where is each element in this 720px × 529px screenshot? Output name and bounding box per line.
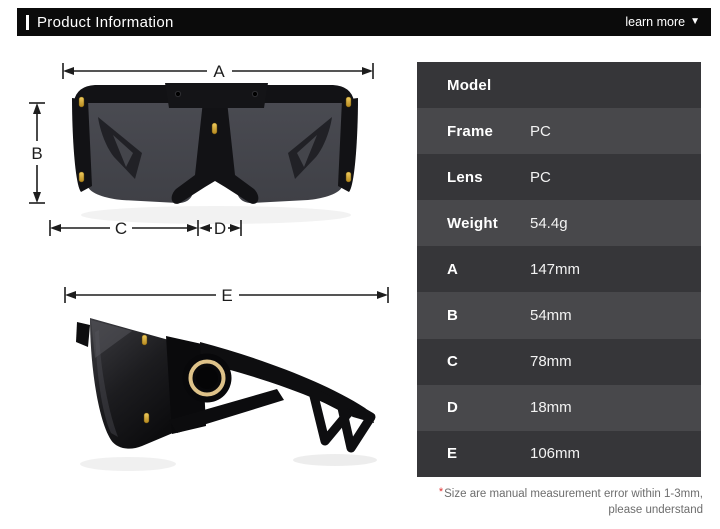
dimension-c-label: C xyxy=(115,219,127,238)
front-temples-through-lens xyxy=(98,117,332,179)
table-row: C 78mm xyxy=(417,338,701,385)
front-shadow xyxy=(81,206,351,224)
side-view-figure: E xyxy=(64,286,389,471)
dimension-d-label: D xyxy=(214,219,226,238)
side-lens xyxy=(90,318,180,449)
spec-label: Frame xyxy=(447,122,494,140)
spec-label: Weight xyxy=(447,214,498,232)
dimension-e-label: E xyxy=(221,286,232,305)
spec-label: C xyxy=(447,353,459,371)
learn-more-label: learn more xyxy=(625,15,686,29)
table-row: Lens PC xyxy=(417,154,701,201)
spec-label: E xyxy=(447,445,458,463)
table-row: Model xyxy=(417,62,701,109)
chevron-down-icon: ▼ xyxy=(690,16,700,27)
dimension-a-label: A xyxy=(213,62,225,81)
lens-highlight xyxy=(95,330,118,437)
spec-label: A xyxy=(447,260,459,278)
front-left-edge xyxy=(72,98,92,192)
front-nose-bridge xyxy=(171,101,259,204)
side-shadow xyxy=(293,454,377,466)
spec-value: 106mm xyxy=(530,445,581,463)
spec-value: 18mm xyxy=(530,399,572,417)
table-row: D 18mm xyxy=(417,384,701,431)
dimension-c: C xyxy=(49,219,199,238)
dimension-b: B xyxy=(29,102,45,204)
footnote-line1: Size are manual measurement error within… xyxy=(444,488,703,500)
side-shadow xyxy=(80,457,176,471)
table-row: Weight 54.4g xyxy=(417,200,701,247)
gold-rivets xyxy=(78,96,352,183)
asterisk-icon: * xyxy=(438,486,444,498)
spec-label: B xyxy=(447,307,459,325)
gold-ring-medallion xyxy=(182,353,232,403)
front-lens xyxy=(82,99,348,203)
temple-lower-bar xyxy=(169,389,284,433)
footnote-line2: please understand xyxy=(608,504,703,516)
spec-label: Lens xyxy=(447,168,483,186)
spec-value: 147mm xyxy=(530,260,581,278)
dimension-b-label: B xyxy=(31,144,42,163)
title-tick-icon xyxy=(26,14,29,30)
measurement-footnote: *Size are manual measurement error withi… xyxy=(417,484,703,518)
table-row: Frame PC xyxy=(417,108,701,155)
front-view-figure: A B C D xyxy=(29,62,374,238)
spec-label: Model xyxy=(447,76,492,94)
table-row: E 106mm xyxy=(417,430,701,477)
lens-sheen xyxy=(91,320,132,358)
table-row: A 147mm xyxy=(417,246,701,293)
side-tab xyxy=(76,322,90,347)
front-right-edge xyxy=(338,98,358,192)
spec-value: 78mm xyxy=(530,353,572,371)
page-title: Product Information xyxy=(37,13,174,31)
spec-label: D xyxy=(447,399,459,417)
spec-table: Model Frame PC Lens PC Weight 54.4g A 14… xyxy=(417,62,701,477)
learn-more-button[interactable]: learn more ▼ xyxy=(625,15,700,29)
table-row: B 54mm xyxy=(417,292,701,339)
screw-icon xyxy=(251,90,259,98)
front-center-plate xyxy=(165,83,268,108)
spec-value: PC xyxy=(530,168,551,186)
spec-value: 54.4g xyxy=(530,214,568,232)
header-bar: Product Information learn more ▼ xyxy=(17,8,711,36)
dimension-d: D xyxy=(199,219,242,238)
spec-value: 54mm xyxy=(530,307,572,325)
temple-tips xyxy=(308,387,376,453)
dimension-a: A xyxy=(62,62,374,81)
dimension-e: E xyxy=(64,286,389,305)
spec-value: PC xyxy=(530,122,551,140)
screw-icon xyxy=(174,90,182,98)
gold-rivets-side xyxy=(141,334,150,424)
